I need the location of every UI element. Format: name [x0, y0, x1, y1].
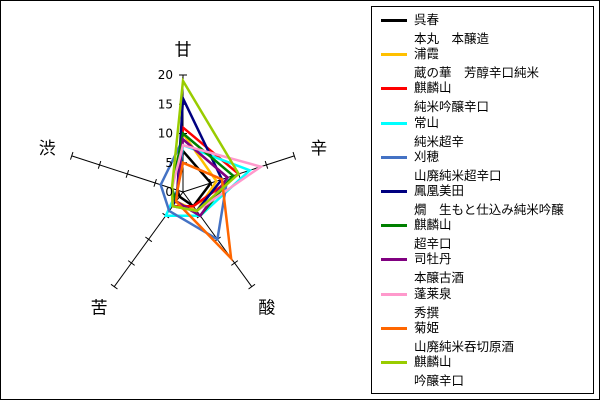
- legend-item: 常山純米超辛: [372, 113, 592, 151]
- legend-series-subname: 本丸 本醸造: [414, 31, 490, 46]
- axis-tick: [248, 283, 256, 290]
- legend-item: 呉春本丸 本醸造: [372, 10, 592, 48]
- legend-series-subname: 山廃純米超辛口: [414, 167, 502, 183]
- legend-series-name: 鳳凰美田: [414, 183, 465, 198]
- axis-tick: [292, 151, 296, 160]
- legend-series-subname: 秀撰: [414, 304, 440, 320]
- legend-series-name: 司牡丹: [414, 251, 452, 267]
- chart-legend: 呉春本丸 本醸造浦霞蔵の華 芳醇辛口純米麒麟山純米吟醸辛口常山純米超辛刈穂山廃純…: [371, 6, 594, 394]
- legend-item: 蓬莱泉秀撰: [372, 284, 592, 322]
- radar-series: [159, 77, 264, 262]
- legend-series-name: 蓬莱泉: [414, 285, 452, 301]
- legend-series-subname: 吟醸辛口: [414, 373, 465, 388]
- legend-series-name: 麒麟山: [414, 217, 452, 233]
- legend-swatch: [381, 155, 407, 159]
- tick-label: 5: [165, 156, 173, 170]
- tick-label: 0: [165, 185, 173, 199]
- legend-swatch: [381, 87, 407, 91]
- tick-label: 10: [158, 127, 173, 141]
- legend-series-name: 常山: [414, 114, 440, 130]
- series-polygon: [170, 77, 241, 213]
- legend-series-subname: 純米超辛: [414, 133, 465, 149]
- legend-swatch: [381, 326, 407, 330]
- legend-item: 麒麟山純米吟醸辛口: [372, 78, 592, 116]
- series-polygon: [174, 161, 233, 262]
- tick-label: 20: [158, 68, 173, 82]
- tick-label: 15: [158, 97, 173, 111]
- axis-tick: [231, 260, 239, 266]
- legend-swatch: [381, 224, 407, 228]
- legend-item: 浦霞蔵の華 芳醇辛口純米: [372, 44, 592, 82]
- legend-item: 刈穂山廃純米超辛口: [372, 147, 592, 185]
- legend-series-name: 呉春: [414, 12, 440, 27]
- axis-tick: [127, 260, 135, 266]
- axis-label: 甘: [175, 40, 192, 60]
- legend-series-name: 浦霞: [414, 46, 440, 62]
- legend-series-name: 菊姫: [414, 319, 440, 335]
- axis-label: 渋: [39, 139, 56, 159]
- legend-swatch: [381, 190, 407, 193]
- legend-swatch: [381, 361, 407, 364]
- legend-series-subname: 超辛口: [414, 236, 452, 252]
- axis-tick: [264, 160, 269, 169]
- radar-labels: 甘辛酸 苦 渋 0 5 10 15 20: [39, 40, 328, 318]
- legend-swatch: [381, 53, 407, 57]
- axis-label: 辛: [310, 139, 327, 159]
- legend-swatch: [381, 292, 407, 296]
- legend-swatch: [381, 19, 407, 22]
- axis-tick: [125, 169, 130, 178]
- legend-series-name: 麒麟山: [414, 354, 452, 369]
- axis-label: 苦: [91, 298, 108, 318]
- axis-tick: [110, 283, 118, 290]
- legend-item: 麒麟山超辛口: [372, 215, 592, 253]
- axis-tick: [153, 179, 157, 187]
- legend-item: 麒麟山吟醸辛口: [372, 352, 592, 390]
- legend-swatch: [381, 258, 407, 262]
- legend-item: 鳳凰美田燗 生もと仕込み純米吟醸: [372, 181, 592, 219]
- legend-series-subname: 山廃純米吞切原酒: [414, 338, 515, 354]
- legend-series-name: 麒麟山: [414, 80, 452, 96]
- legend-series-subname: 純米吟醸辛口: [414, 99, 490, 115]
- legend-series-subname: 蔵の華 芳醇辛口純米: [414, 65, 540, 81]
- axis-tick: [70, 151, 74, 160]
- legend-swatch: [381, 121, 407, 125]
- legend-series-name: 刈穂: [414, 148, 440, 164]
- legend-series-subname: 燗 生もと仕込み純米吟醸: [414, 202, 564, 217]
- axis-tick: [145, 236, 153, 243]
- legend-item: 司牡丹本醸古酒: [372, 249, 592, 287]
- axis-tick: [97, 160, 102, 169]
- legend-series-subname: 本醸古酒: [414, 270, 465, 286]
- axis-label: 酸: [258, 298, 275, 318]
- legend-item: 菊姫山廃純米吞切原酒: [372, 318, 592, 356]
